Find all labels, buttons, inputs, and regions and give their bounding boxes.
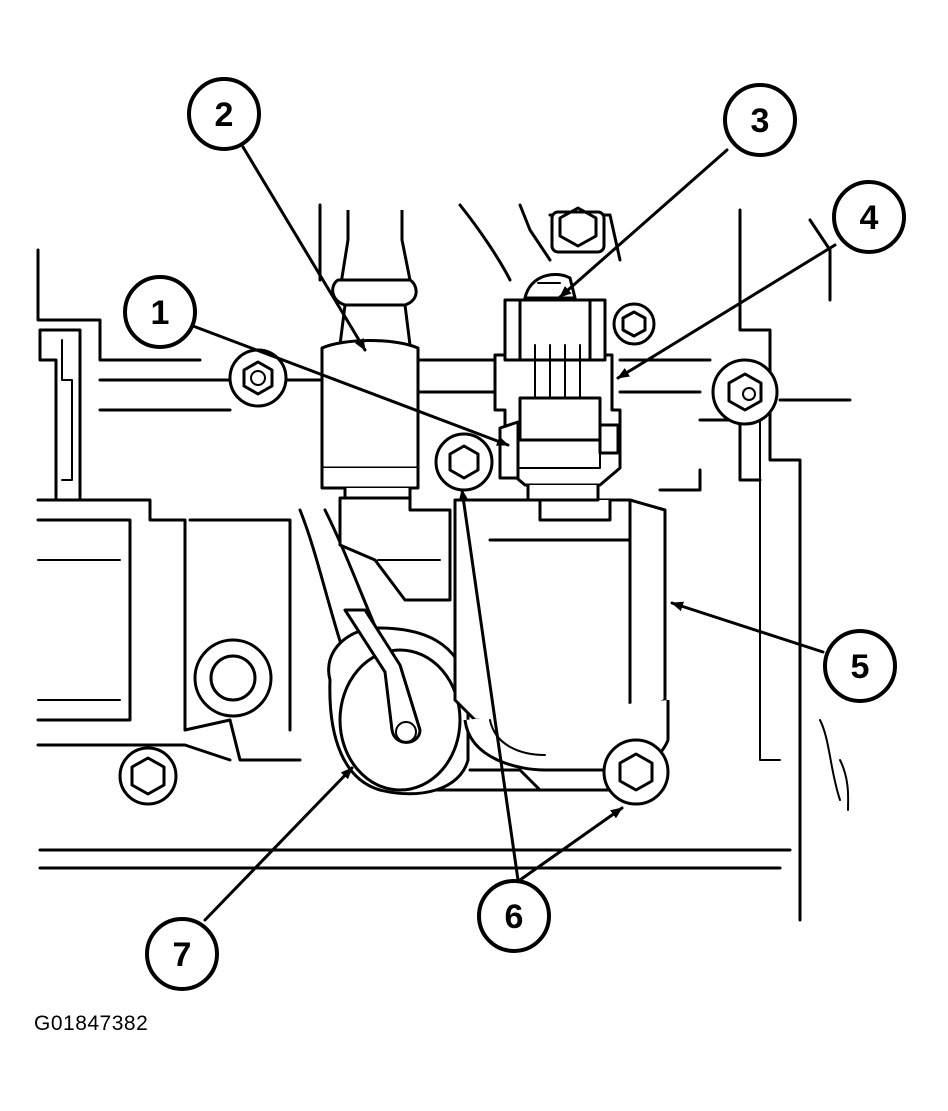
mounting-bracket [338, 496, 452, 602]
bolt-upper-right [711, 358, 779, 426]
actuator-bolt-lower [602, 738, 670, 806]
housing-bolts [118, 206, 779, 806]
component-7-damper [327, 608, 470, 796]
callout-7-label: 7 [173, 936, 192, 974]
callout-2: 2 [187, 77, 261, 151]
component-4-connector [493, 298, 622, 502]
callout-4: 4 [832, 180, 906, 254]
callout-1: 1 [123, 275, 197, 349]
callout-2-label: 2 [215, 96, 234, 134]
callout-4-label: 4 [860, 199, 879, 237]
callout-6: 6 [477, 879, 551, 953]
callout-5: 5 [823, 629, 897, 703]
callout-5-label: 5 [851, 648, 870, 686]
actuator-bolt-upper [434, 432, 494, 492]
callout-3: 3 [723, 83, 797, 157]
figure-id-label: G01847382 [34, 1012, 149, 1035]
component-5-actuator-body [453, 498, 670, 772]
callout-6-label: 6 [505, 898, 524, 936]
component-6-bolts [434, 432, 670, 806]
component-3-lock-tab [523, 273, 577, 300]
callout-7: 7 [145, 917, 219, 991]
callout-3-label: 3 [751, 102, 770, 140]
bolt-upper-center [612, 302, 656, 346]
component-2-fitting [320, 210, 420, 522]
leader-lines [191, 145, 837, 922]
housing-casting [36, 203, 852, 922]
bolt-lower-left [118, 746, 178, 806]
callout-1-label: 1 [151, 294, 170, 332]
bolt-top [550, 206, 606, 254]
component-1-clip [498, 420, 520, 480]
